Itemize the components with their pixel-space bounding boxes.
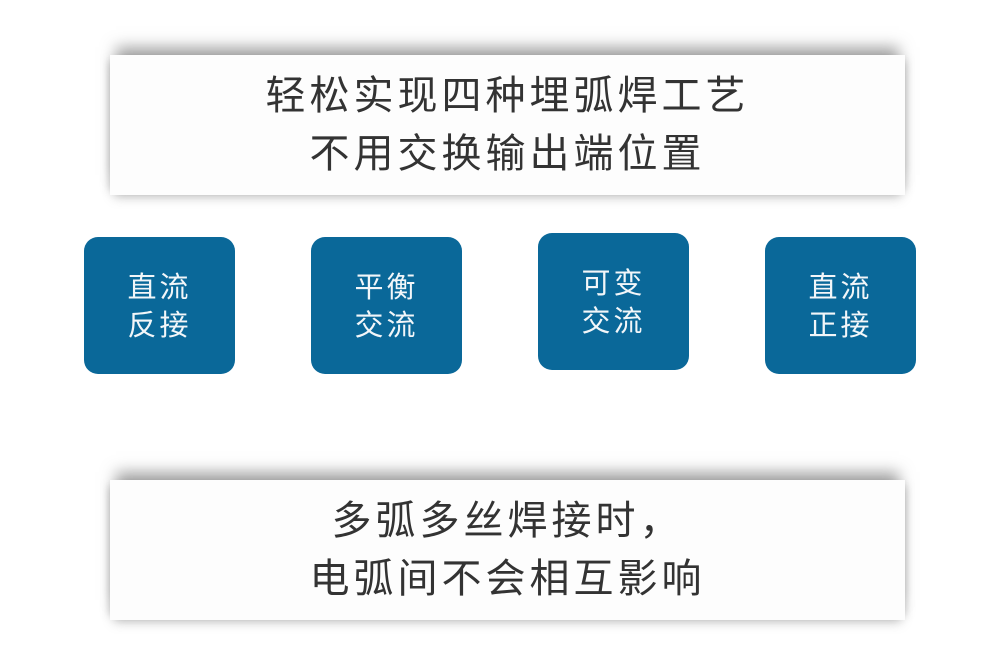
mode-tile-label-line1: 可变 xyxy=(581,265,646,300)
bottom-feature-panel: 多弧多丝焊接时， 电弧间不会相互影响 xyxy=(110,480,905,620)
top-panel-line-1: 轻松实现四种埋弧焊工艺 xyxy=(265,73,750,119)
mode-tile-label-line1: 平衡 xyxy=(354,269,419,304)
top-feature-panel: 轻松实现四种埋弧焊工艺 不用交换输出端位置 xyxy=(110,55,905,195)
mode-tile-dc-reverse: 直流 反接 xyxy=(84,237,235,374)
mode-tile-label-line2: 交流 xyxy=(581,303,646,338)
top-panel-line-2: 不用交换输出端位置 xyxy=(309,131,706,177)
mode-tile-label-line1: 直流 xyxy=(127,269,192,304)
mode-tile-variable-ac: 可变 交流 xyxy=(538,233,689,370)
mode-tile-balanced-ac: 平衡 交流 xyxy=(311,237,462,374)
mode-tile-label-line2: 交流 xyxy=(354,307,419,342)
mode-tile-dc-straight: 直流 正接 xyxy=(765,237,916,374)
mode-tile-label-line2: 反接 xyxy=(127,307,192,342)
bottom-panel-line-2: 电弧间不会相互影响 xyxy=(309,556,706,602)
bottom-panel-line-1: 多弧多丝焊接时， xyxy=(331,498,684,544)
mode-tile-label-line1: 直流 xyxy=(808,269,873,304)
mode-tile-label-line2: 正接 xyxy=(808,307,873,342)
